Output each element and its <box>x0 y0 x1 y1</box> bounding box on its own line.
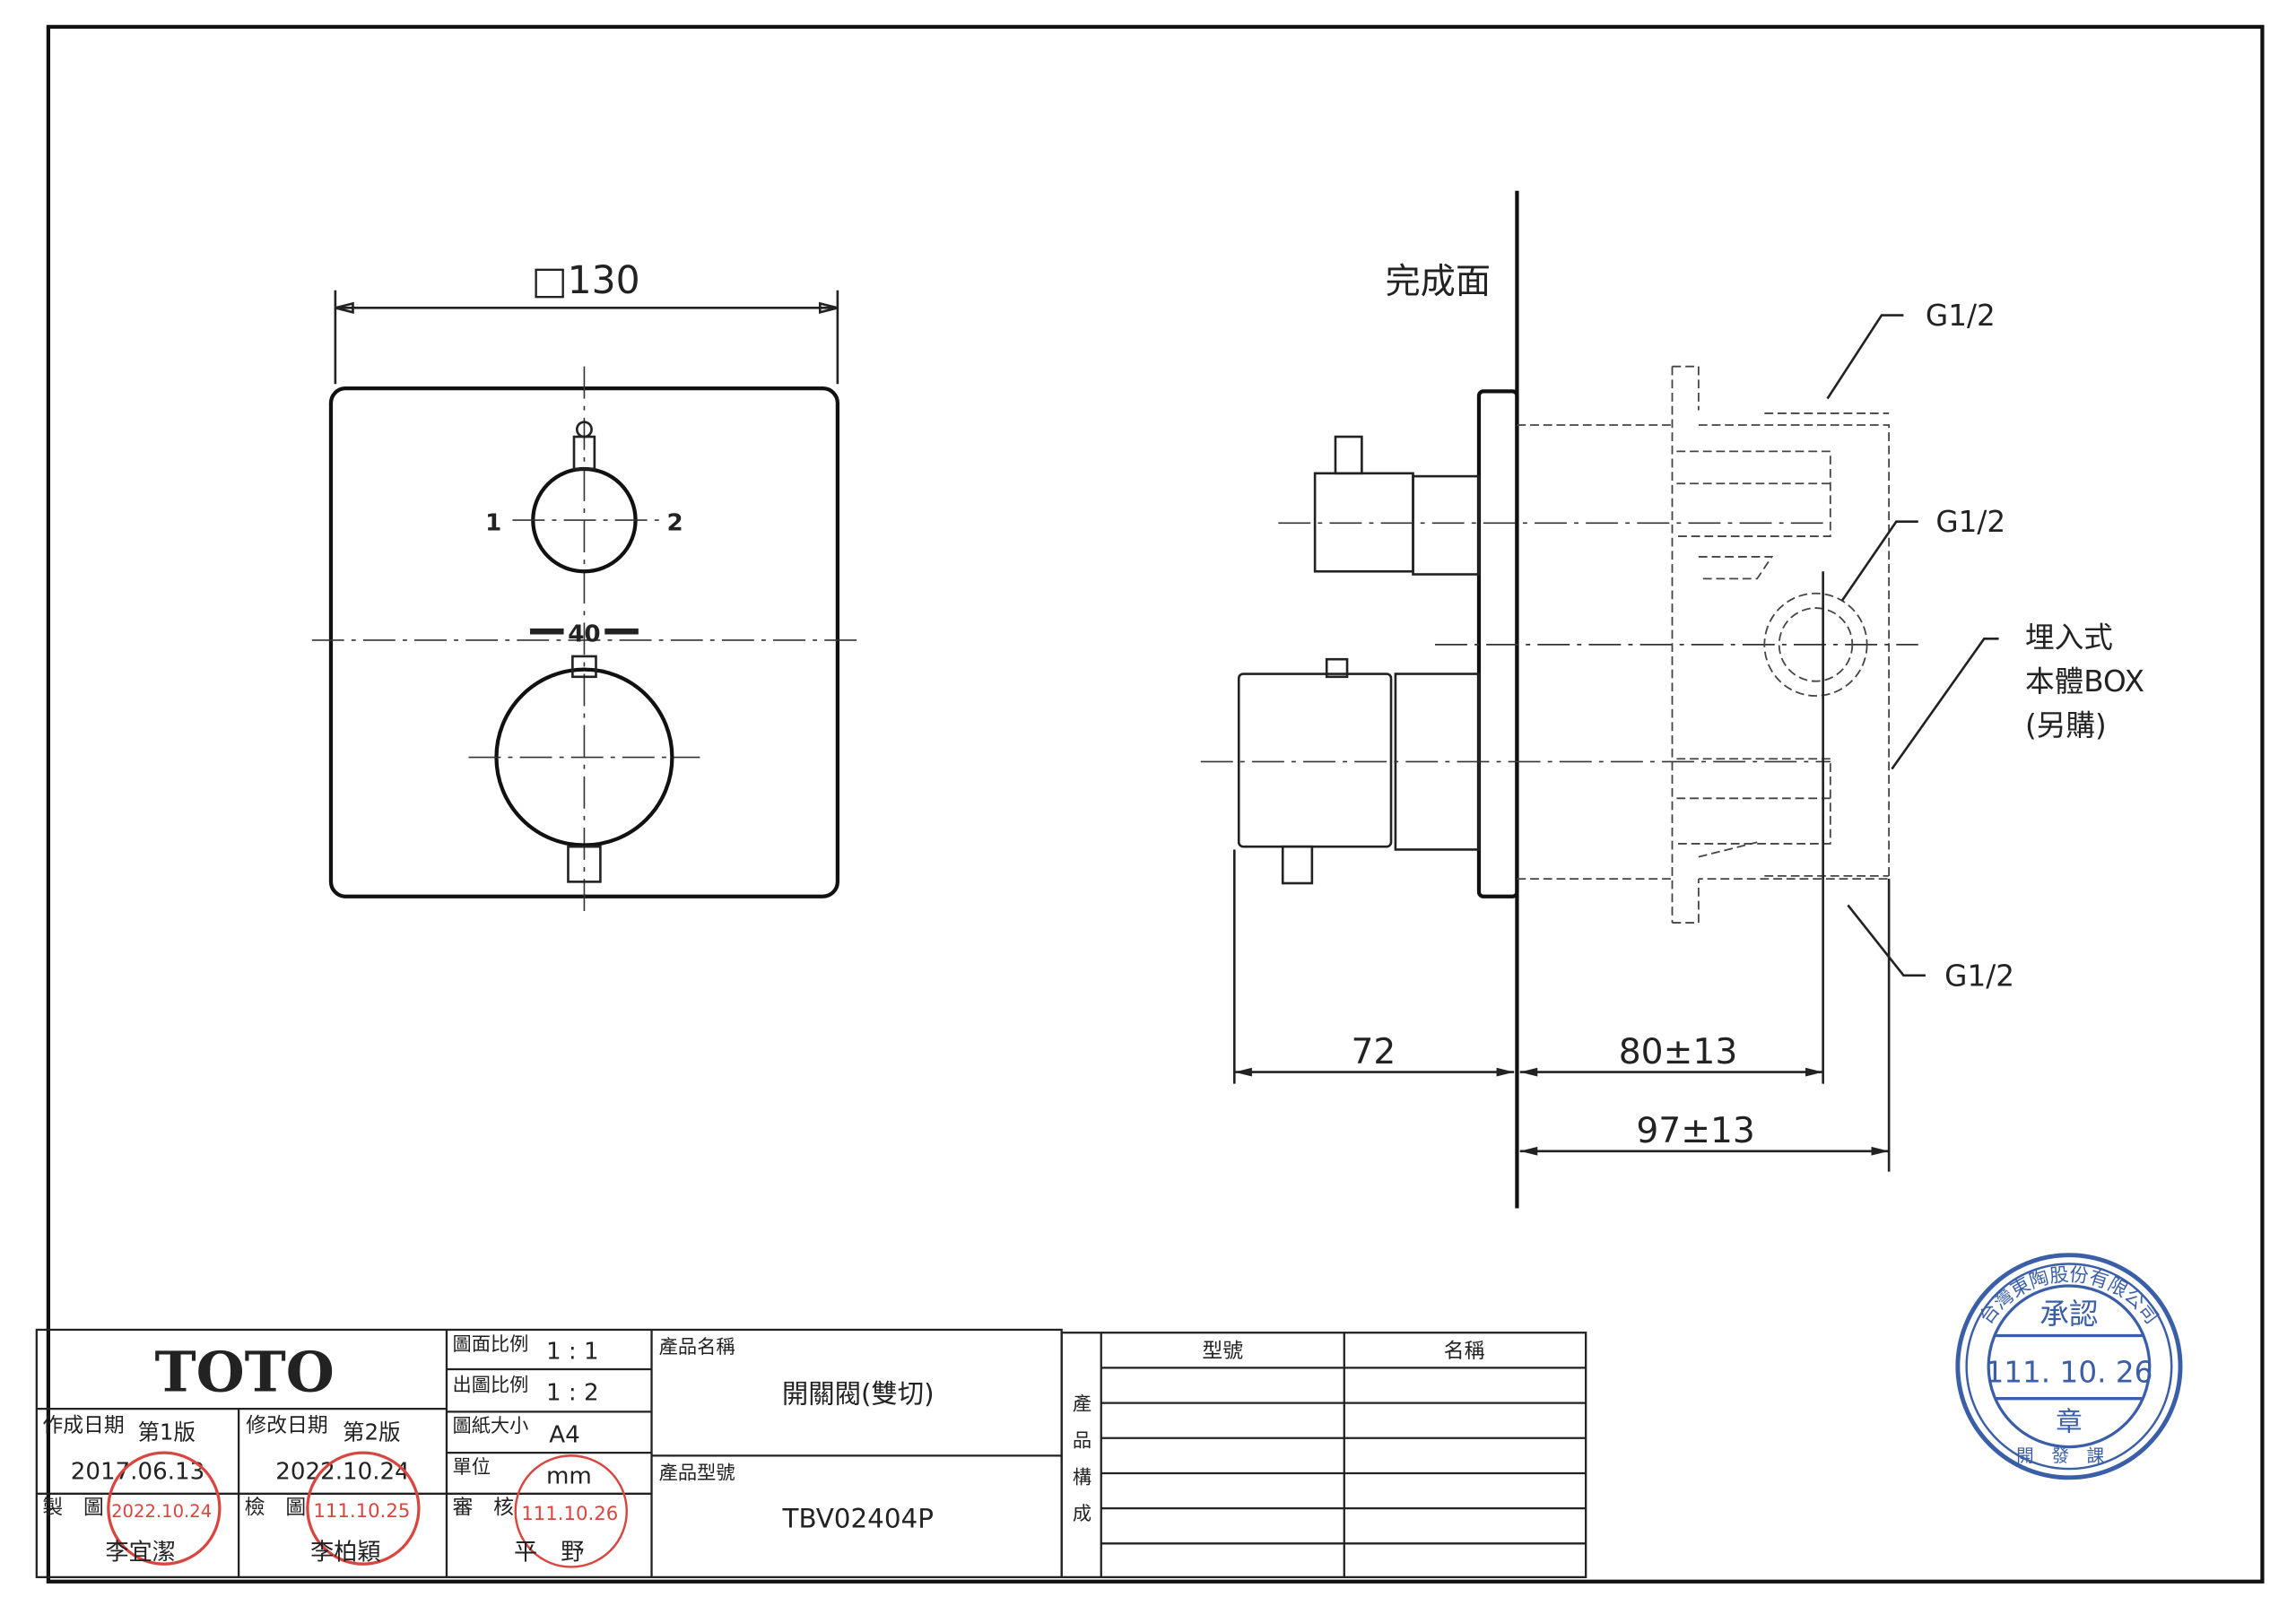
approved-stamp: 111.10.26 <box>514 1454 629 1568</box>
product-number-label: 產品型號 <box>659 1462 735 1484</box>
seal-dept: 開發課 <box>2016 1445 2122 1466</box>
created-version: 第1版 <box>137 1419 196 1445</box>
product-name: 開關閥(雙切) <box>782 1379 935 1410</box>
created-label: 作成日期 <box>42 1414 124 1437</box>
seal-title: 承認 <box>2039 1297 2098 1331</box>
position-2-label: 2 <box>667 510 683 537</box>
g-half-middle-label: G1/2 <box>1935 505 2005 539</box>
paper-size-value: A4 <box>549 1422 579 1449</box>
box-note-line-2: 本體BOX <box>2025 664 2144 699</box>
checked-stamp: 111.10.25 <box>306 1451 421 1566</box>
drawn-by: 李宜潔 <box>106 1539 176 1566</box>
center-distance-label: 40 <box>568 621 600 648</box>
approval-seal: 台灣東陶股份有限公司 承認 111. 10. 26 章 開發課 <box>1955 1253 2183 1480</box>
unit-label: 單位 <box>452 1456 490 1479</box>
created-date: 2017.06.13 <box>71 1458 204 1485</box>
column-model: 型號 <box>1202 1340 1243 1363</box>
dim-80: 80±13 <box>1619 1032 1738 1072</box>
drawn-stamp: 2022.10.24 <box>107 1451 222 1566</box>
dim-97: 97±13 <box>1636 1111 1755 1151</box>
checked-by: 李柏穎 <box>310 1539 380 1566</box>
composition-label-1: 產 <box>1073 1393 1091 1416</box>
front-view: □130 1 2 40 <box>311 259 857 916</box>
product-number: TBV02404P <box>782 1503 934 1533</box>
width-dimension: □130 <box>532 259 640 303</box>
checked-label: 檢 圖 <box>245 1497 307 1520</box>
print-scale-label: 出圖比例 <box>452 1375 528 1397</box>
composition-label-3: 構 <box>1073 1466 1091 1488</box>
seal-char: 章 <box>2056 1407 2082 1437</box>
side-view: 完成面 G1/2 G1/2 G1/2 埋入式 本體BOX (另購) 72 8 <box>1200 190 2144 1209</box>
modified-date: 2022.10.24 <box>275 1458 410 1485</box>
g-half-lower-label: G1/2 <box>1944 959 2014 993</box>
approved-stamp-date: 111.10.26 <box>521 1503 618 1525</box>
g-half-upper-label: G1/2 <box>1926 299 1996 333</box>
paper-size-label: 圖紙大小 <box>452 1415 528 1437</box>
toto-logo: TOTO <box>154 1340 334 1405</box>
modified-version: 第2版 <box>343 1419 401 1445</box>
position-1-label: 1 <box>485 510 501 537</box>
seal-date: 111. 10. 26 <box>1986 1356 2153 1390</box>
box-note-line-1: 埋入式 <box>2025 621 2113 655</box>
approved-by: 平 野 <box>514 1539 584 1566</box>
approved-label: 審 核 <box>452 1497 514 1520</box>
drawn-label: 製 圖 <box>42 1497 104 1520</box>
checked-stamp-date: 111.10.25 <box>313 1500 410 1523</box>
drawn-stamp-date: 2022.10.24 <box>111 1501 212 1522</box>
sheet-border <box>46 24 2265 1584</box>
dim-72: 72 <box>1351 1032 1396 1072</box>
product-name-label: 產品名稱 <box>659 1336 735 1358</box>
box-note-line-3: (另購) <box>2025 708 2107 742</box>
modified-label: 修改日期 <box>246 1414 327 1437</box>
composition-label-4: 成 <box>1073 1503 1091 1525</box>
unit-value: mm <box>546 1462 592 1489</box>
composition-label-2: 品 <box>1073 1430 1091 1453</box>
column-name: 名稱 <box>1444 1340 1485 1363</box>
print-scale-value: 1 : 2 <box>546 1379 599 1406</box>
title-block: TOTO 作成日期 第1版 2017.06.13 修改日期 第2版 2022.1… <box>35 1328 1587 1579</box>
finish-surface-label: 完成面 <box>1385 262 1491 302</box>
scale-label: 圖面比例 <box>452 1333 528 1356</box>
scale-value: 1 : 1 <box>546 1339 599 1366</box>
